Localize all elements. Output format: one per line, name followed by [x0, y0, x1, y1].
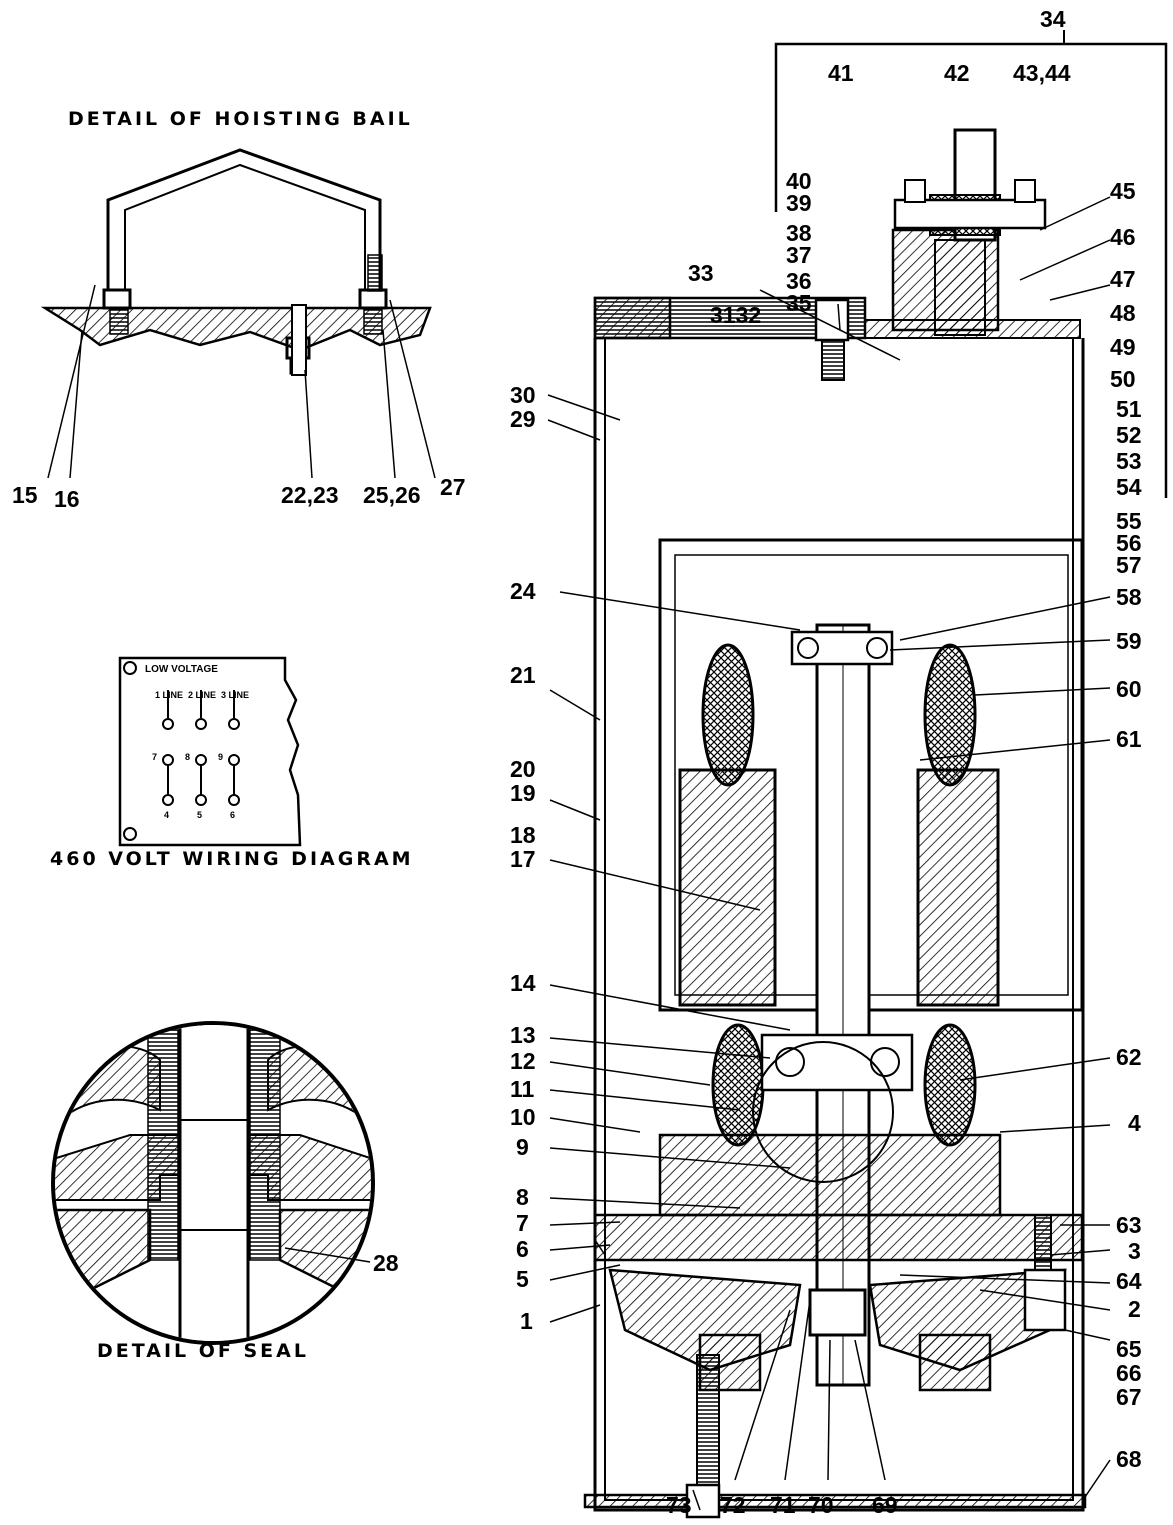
callout-73: 73	[666, 1492, 692, 1518]
callout-36: 36	[786, 268, 812, 294]
callout-14: 14	[510, 970, 536, 996]
callout-27: 27	[440, 474, 466, 500]
callout-39: 39	[786, 190, 812, 216]
terminal-top-1: 1 LINE	[155, 690, 184, 700]
wiring-panel-title: LOW VOLTAGE	[145, 664, 218, 675]
callout-57: 57	[1116, 552, 1142, 578]
callout-20: 20	[510, 756, 536, 782]
callout-13: 13	[510, 1022, 536, 1048]
callout-17: 17	[510, 846, 536, 872]
callout-55: 55	[1116, 508, 1142, 534]
callout-41: 41	[828, 60, 854, 86]
callout-38: 38	[786, 220, 812, 246]
callout-37: 37	[786, 242, 812, 268]
callout-63: 63	[1116, 1212, 1142, 1238]
callout-4: 4	[1128, 1110, 1141, 1136]
callout-58: 58	[1116, 584, 1142, 610]
callout-47: 47	[1110, 266, 1136, 292]
callout-45: 45	[1110, 178, 1136, 204]
callout-21: 21	[510, 662, 536, 688]
terminal-top-3: 3 LINE	[221, 690, 250, 700]
callout-22-23: 22,23	[281, 482, 339, 508]
callout-2: 2	[1128, 1296, 1141, 1322]
wiring-panel-drawing	[118, 656, 302, 847]
seal-detail-drawing	[51, 1021, 375, 1345]
callout-10: 10	[510, 1104, 536, 1130]
callout-64: 64	[1116, 1268, 1142, 1294]
terminal-bot-6: 6	[230, 810, 236, 820]
callout-1: 1	[520, 1308, 533, 1334]
callout-52: 52	[1116, 422, 1142, 448]
callout-16: 16	[54, 486, 80, 512]
callout-9: 9	[516, 1134, 529, 1160]
callout-35: 35	[786, 290, 812, 316]
callout-48: 48	[1110, 300, 1136, 326]
hoisting-bail-detail	[40, 148, 432, 376]
callout-56: 56	[1116, 530, 1142, 556]
callout-46: 46	[1110, 224, 1136, 250]
callout-53: 53	[1116, 448, 1142, 474]
wiring-caption: 460 VOLT WIRING DIAGRAM	[50, 848, 414, 870]
callout-59: 59	[1116, 628, 1142, 654]
terminal-top-2: 2 LINE	[188, 690, 217, 700]
callout-68: 68	[1116, 1446, 1142, 1472]
callout-34: 34	[1040, 6, 1066, 32]
callout-18: 18	[510, 822, 536, 848]
callout-29: 29	[510, 406, 536, 432]
callout-72: 72	[720, 1492, 746, 1518]
callout-8: 8	[516, 1184, 529, 1210]
callout-7: 7	[516, 1210, 529, 1236]
main-assembly-drawing	[583, 30, 1168, 1519]
callout-51: 51	[1116, 396, 1142, 422]
callout-5: 5	[516, 1266, 529, 1292]
callout-11: 11	[510, 1076, 535, 1102]
callout-28: 28	[373, 1250, 399, 1276]
callout-62: 62	[1116, 1044, 1142, 1070]
terminal-bot-4: 4	[164, 810, 170, 820]
callout-69: 69	[872, 1492, 898, 1518]
callout-25-26: 25,26	[363, 482, 421, 508]
callout-12: 12	[510, 1048, 536, 1074]
callout-50: 50	[1110, 366, 1136, 392]
callout-71: 71	[770, 1492, 796, 1518]
terminal-mid-7: 7	[152, 752, 158, 762]
callout-65: 65	[1116, 1336, 1142, 1362]
terminal-mid-9: 9	[218, 752, 224, 762]
callout-66: 66	[1116, 1360, 1142, 1386]
seal-caption: DETAIL OF SEAL	[97, 1340, 309, 1362]
hoisting-bail-caption: DETAIL OF HOISTING BAIL	[68, 108, 413, 130]
callout-54: 54	[1116, 474, 1142, 500]
callout-15: 15	[12, 482, 38, 508]
callout-33: 33	[688, 260, 714, 286]
callout-19: 19	[510, 780, 536, 806]
callout-61: 61	[1116, 726, 1142, 752]
callout-67: 67	[1116, 1384, 1142, 1410]
callout-49: 49	[1110, 334, 1136, 360]
terminal-bot-5: 5	[197, 810, 203, 820]
callout-30: 30	[510, 382, 536, 408]
leader-lines	[547, 196, 1111, 1511]
callout-43-44: 43,44	[1013, 60, 1071, 86]
callout-24: 24	[510, 578, 536, 604]
callout-3: 3	[1128, 1238, 1141, 1264]
terminal-mid-8: 8	[185, 752, 191, 762]
callout-31-32: 3132	[710, 302, 762, 328]
callout-60: 60	[1116, 676, 1142, 702]
callout-40: 40	[786, 168, 812, 194]
callout-6: 6	[516, 1236, 529, 1262]
callout-42: 42	[944, 60, 970, 86]
callout-70: 70	[808, 1492, 834, 1518]
